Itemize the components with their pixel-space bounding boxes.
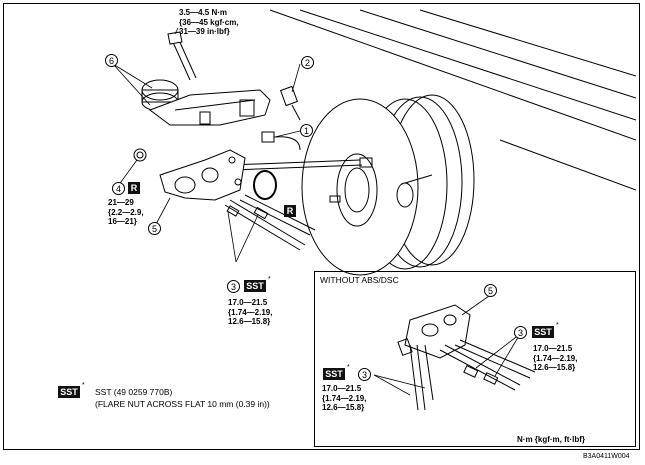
inset-sst-star-left: * (347, 364, 350, 371)
inset-callout-3-left: 3 (358, 368, 371, 381)
sst-star-main: * (268, 276, 271, 283)
callout-3: 3 (227, 280, 240, 293)
brake-fluid-reservoir (141, 79, 271, 126)
callout-5: 5 (148, 222, 161, 235)
torque-spec-pipe-nut: 17.0—21.5 {1.74—2.19, 12.6—15.8} (228, 298, 273, 326)
reservoir-bolt (167, 31, 197, 81)
replace-badge-nut: R (128, 182, 140, 194)
master-cylinder (159, 149, 246, 201)
nut (133, 148, 147, 162)
inset-sst-badge-left: SST (323, 368, 345, 380)
leader-lines (112, 27, 301, 263)
legend-flare-note: (FLARE NUT ACROSS FLAT 10 mm (0.39 in)) (95, 399, 270, 409)
inset-master-cylinder (373, 295, 536, 411)
brake-booster (301, 94, 475, 276)
inset-callout-5: 5 (484, 284, 497, 297)
mounting-studs (229, 157, 373, 171)
callout-2: 2 (301, 56, 314, 69)
inset-without-abs-dsc (314, 271, 636, 447)
callout-6: 6 (105, 54, 118, 67)
inset-callout-3-right: 3 (514, 326, 527, 339)
legend-sst-note: SST (49 0259 770B) (95, 387, 173, 397)
units-note: N·m {kgf·m, ft·lbf} (517, 435, 585, 444)
inset-torque-spec-left: 17.0—21.5 {1.74—2.19, 12.6—15.8} (322, 384, 367, 412)
inset-torque-spec-right: 17.0—21.5 {1.74—2.19, 12.6—15.8} (533, 344, 578, 372)
sst-badge-main: SST (244, 280, 266, 292)
legend-sst-badge: SST (58, 386, 80, 398)
callout-4: 4 (112, 182, 125, 195)
callout-1: 1 (300, 124, 313, 137)
torque-spec-nut: 21—29 {2.2—2.9, 16—21} (108, 198, 144, 226)
fluid-level-connector (261, 131, 301, 151)
diagram-frame (3, 3, 640, 450)
legend-sst-star: * (82, 382, 85, 389)
inset-title: WITHOUT ABS/DSC (320, 275, 399, 285)
replace-badge-o-ring: R (284, 205, 296, 217)
o-ring (253, 170, 277, 200)
inset-sst-star-right: * (556, 322, 559, 329)
firewall-panel (269, 9, 637, 191)
vacuum-hose (279, 85, 301, 121)
torque-spec-bolt: 3.5—4.5 N·m {36—45 kgf·cm, 31—39 in·lbf} (179, 8, 239, 36)
brake-pipes (224, 194, 316, 251)
figure-code: B3A0411W004 (583, 453, 630, 460)
inset-sst-badge-right: SST (532, 326, 554, 338)
